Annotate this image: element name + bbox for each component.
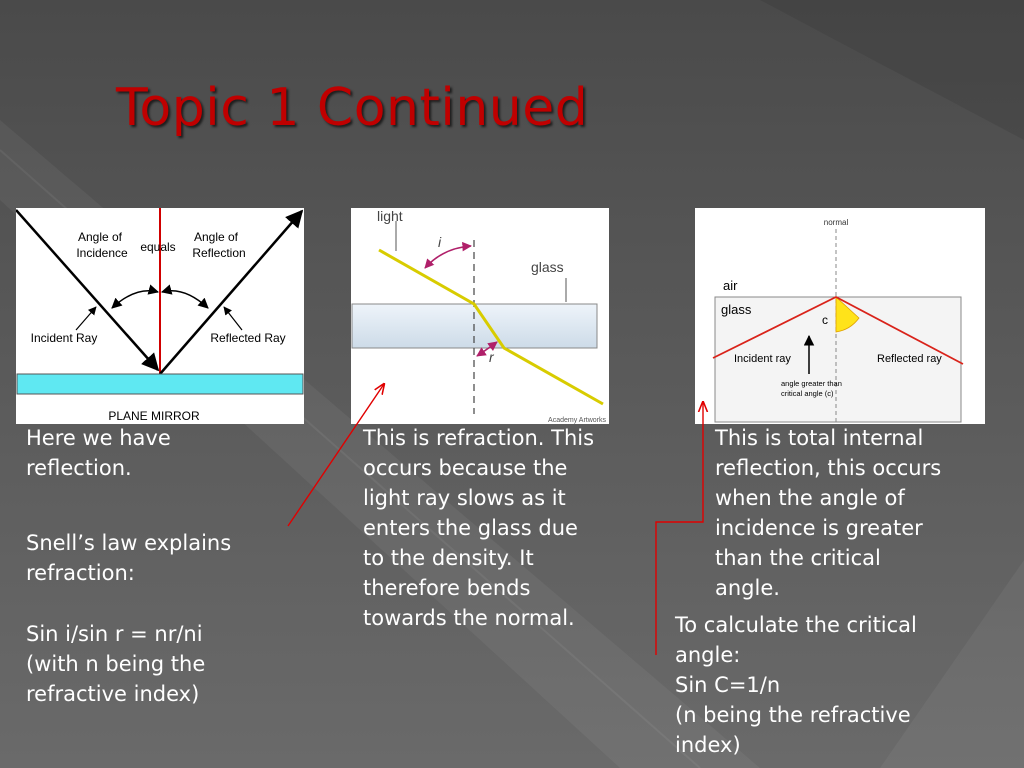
angle-c-label: c: [822, 313, 828, 327]
equals-label: equals: [140, 240, 175, 254]
note-label-2: critical angle (c): [781, 389, 834, 398]
text-line: Snell’s law explains: [26, 531, 232, 555]
text-line: refractive index): [26, 682, 200, 706]
text-line: index): [675, 733, 741, 757]
snell-arrow: [287, 384, 384, 527]
snell-intro: Snell’s law explains refraction:: [26, 528, 286, 588]
light-label: light: [377, 208, 403, 224]
angle-r-label: r: [489, 349, 495, 365]
critical-angle-text: To calculate the critical angle: Sin C=1…: [675, 610, 1005, 760]
text-line: angle.: [715, 576, 780, 600]
glass-label: glass: [531, 259, 564, 275]
text-line: when the angle of: [715, 486, 905, 510]
text-line: Sin C=1/n: [675, 673, 781, 697]
snell-formula: Sin i/sin r = nr/ni (with n being the re…: [26, 619, 286, 709]
text-line: incidence is greater: [715, 516, 923, 540]
text-line: Here we have: [26, 426, 171, 450]
reflection-diagram: Angle of Incidence equals Angle of Refle…: [16, 208, 304, 424]
tir-diagram: normal air glass c Incident ray Reflecte…: [695, 208, 985, 424]
text-line: occurs because the: [363, 456, 568, 480]
critical-angle-arrow: [655, 402, 703, 655]
text-line: towards the normal.: [363, 606, 575, 630]
text-line: to the density. It: [363, 546, 534, 570]
reflected-ray-label: Reflected ray: [877, 353, 942, 365]
credit-label: Academy Artworks: [548, 417, 606, 424]
angle-of-reflection-label-1: Angle of: [194, 230, 239, 244]
text-line: than the critical: [715, 546, 881, 570]
text-line: This is refraction. This: [363, 426, 595, 450]
text-line: light ray slows as it: [363, 486, 566, 510]
text-line: enters the glass due: [363, 516, 578, 540]
refraction-caption: This is refraction. This occurs because …: [363, 423, 623, 633]
text-line: To calculate the critical: [675, 613, 917, 637]
tir-caption: This is total internal reflection, this …: [715, 423, 1005, 603]
angle-of-reflection-label-2: Reflection: [192, 246, 245, 260]
angle-of-incidence-label-2: Incidence: [76, 246, 128, 260]
text-line: (n being the refractive: [675, 703, 911, 727]
normal-label: normal: [824, 218, 849, 227]
air-label: air: [723, 278, 738, 293]
text-line: reflection.: [26, 456, 132, 480]
text-line: therefore bends: [363, 576, 531, 600]
slide-title: Topic 1 Continued: [116, 78, 589, 138]
angle-of-incidence-label-1: Angle of: [78, 230, 123, 244]
note-label-1: angle greater than: [781, 379, 842, 388]
incident-ray-label: Incident Ray: [31, 331, 98, 345]
text-line: reflection, this occurs: [715, 456, 942, 480]
text-line: This is total internal: [715, 426, 924, 450]
reflection-caption: Here we have reflection.: [26, 423, 286, 483]
text-line: (with n being the: [26, 652, 206, 676]
plane-mirror-label: PLANE MIRROR: [108, 409, 200, 423]
reflected-ray-label: Reflected Ray: [210, 331, 285, 345]
refraction-diagram: light i glass r Academy Artworks: [351, 208, 609, 424]
glass-label: glass: [721, 302, 752, 317]
angle-i-label: i: [438, 234, 442, 250]
text-line: angle:: [675, 643, 741, 667]
text-line: refraction:: [26, 561, 135, 585]
text-line: Sin i/sin r = nr/ni: [26, 622, 203, 646]
incident-ray-label: Incident ray: [734, 353, 791, 365]
